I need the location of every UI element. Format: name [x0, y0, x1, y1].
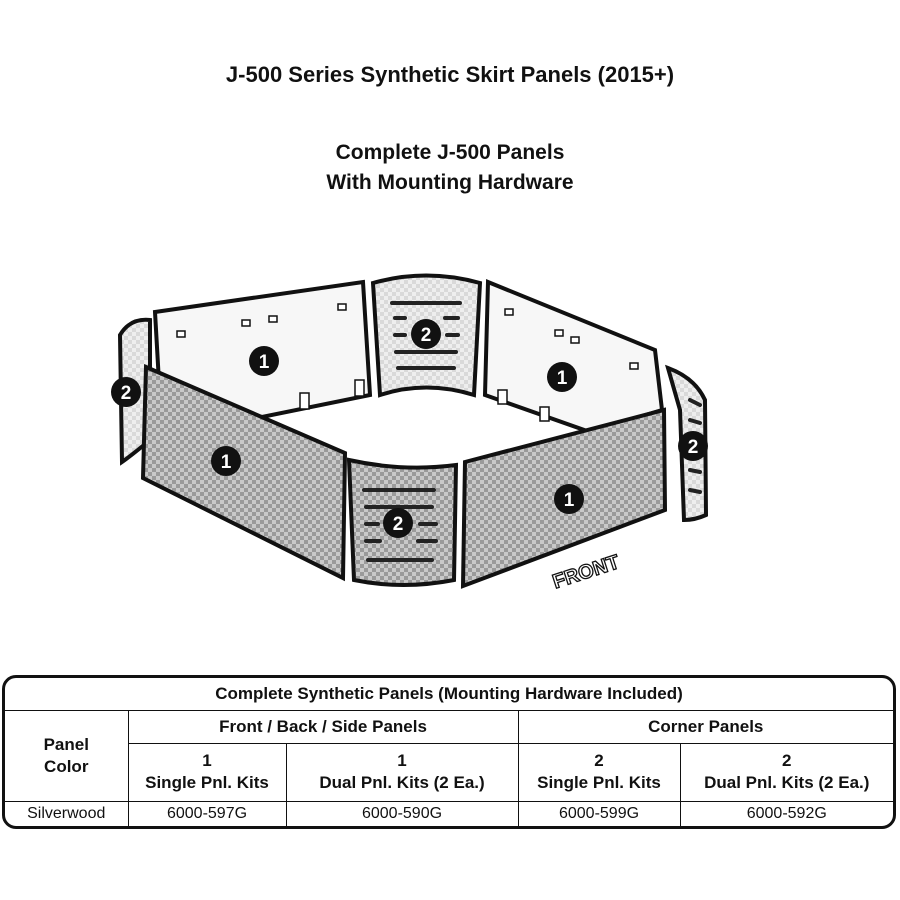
column-callout-number: 1 — [202, 751, 212, 770]
svg-text:1: 1 — [564, 490, 575, 511]
callout-1-front-left: 1 — [211, 446, 241, 476]
back-right-panel — [482, 279, 665, 435]
column-label: Dual Pnl. Kits (2 Ea.) — [319, 773, 485, 792]
panel-kits-table-frame: Complete Synthetic Panels (Mounting Hard… — [2, 675, 896, 829]
column-header: 2 Dual Pnl. Kits (2 Ea.) — [679, 742, 893, 802]
part-number-cell: 6000-599G — [517, 800, 681, 826]
part-number-cell: 6000-592G — [679, 800, 893, 826]
column-label: Single Pnl. Kits — [145, 773, 269, 792]
callout-2-right-corner: 2 — [678, 431, 708, 461]
table-row: Silverwood 6000-597G 6000-590G 6000-599G… — [5, 800, 893, 826]
callout-1-back-left: 1 — [249, 346, 279, 376]
column-label: Dual Pnl. Kits (2 Ea.) — [704, 773, 870, 792]
panel-color-cell: Silverwood — [5, 800, 129, 826]
skirt-panel-diagram: 1 2 1 2 2 1 2 1 FRONT — [111, 273, 709, 594]
corner-panels-group-header: Corner Panels — [517, 709, 893, 744]
diagram-subtitle: Complete J-500 Panels With Mounting Hard… — [0, 138, 900, 198]
column-callout-number: 2 — [782, 751, 792, 770]
page-title: J-500 Series Synthetic Skirt Panels (201… — [225, 62, 675, 87]
subtitle-line-2: With Mounting Hardware — [326, 171, 574, 194]
part-number-cell: 6000-590G — [285, 800, 519, 826]
column-header: 1 Single Pnl. Kits — [128, 742, 287, 802]
subtitle-line-1: Complete J-500 Panels — [335, 141, 565, 164]
callout-1-front-right: 1 — [554, 484, 584, 514]
part-number-cell: 6000-597G — [127, 800, 287, 826]
callout-2-back-corner: 2 — [411, 319, 441, 349]
column-header: 1 Dual Pnl. Kits (2 Ea.) — [285, 742, 519, 802]
panel-color-header-text: Panel Color — [43, 734, 89, 776]
svg-text:2: 2 — [421, 325, 432, 346]
svg-text:2: 2 — [121, 383, 132, 404]
svg-text:1: 1 — [259, 352, 270, 373]
column-callout-number: 2 — [594, 751, 604, 770]
svg-text:1: 1 — [557, 368, 568, 389]
svg-text:2: 2 — [393, 514, 404, 535]
front-left-panel — [140, 363, 348, 582]
table-caption: Complete Synthetic Panels (Mounting Hard… — [5, 678, 893, 711]
column-header: 2 Single Pnl. Kits — [517, 742, 681, 802]
callout-2-left-corner: 2 — [111, 377, 141, 407]
callout-2-front-corner: 2 — [383, 508, 413, 538]
svg-text:2: 2 — [688, 437, 699, 458]
svg-text:1: 1 — [221, 452, 232, 473]
column-label: Single Pnl. Kits — [537, 773, 661, 792]
panel-color-header: Panel Color — [5, 709, 129, 802]
callout-1-back-right: 1 — [547, 362, 577, 392]
column-callout-number: 1 — [397, 751, 407, 770]
front-back-side-group-header: Front / Back / Side Panels — [127, 709, 519, 744]
panel-kits-table: Complete Synthetic Panels (Mounting Hard… — [5, 678, 893, 826]
front-label: FRONT — [550, 551, 622, 593]
